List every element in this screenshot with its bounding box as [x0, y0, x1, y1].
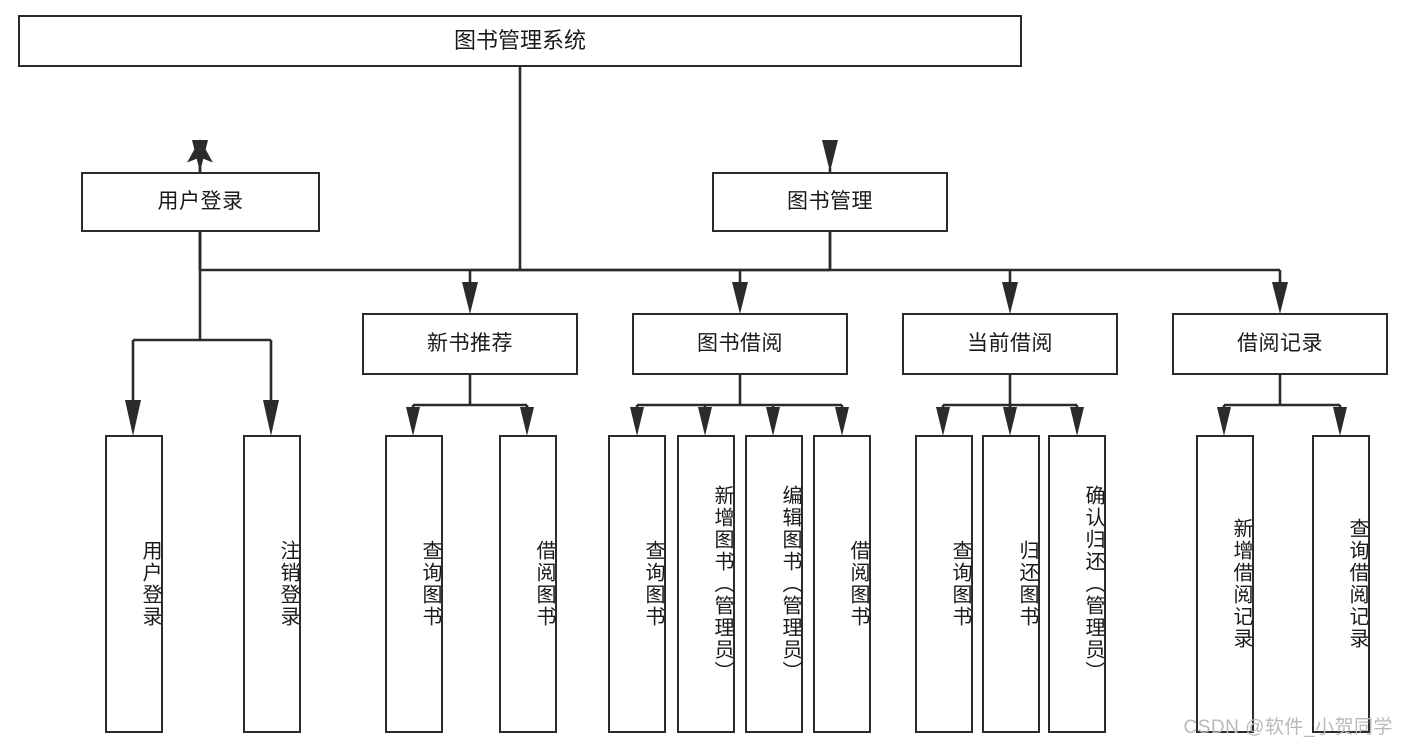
leaf-current-query-book[interactable]: 查询图书 — [915, 435, 973, 733]
leaf-new-book-borrow[interactable]: 借阅图书 — [499, 435, 557, 733]
node-current-borrow-label: 当前借阅 — [967, 331, 1053, 355]
leaf-label: 借阅图书 — [847, 540, 869, 628]
node-user-login[interactable]: 用户登录 — [81, 172, 320, 232]
node-new-book-recommend-label: 新书推荐 — [427, 331, 513, 355]
leaf-borrow-query-book[interactable]: 查询图书 — [608, 435, 666, 733]
leaf-label: 查询借阅记录 — [1346, 518, 1368, 650]
node-root-label: 图书管理系统 — [453, 28, 586, 54]
leaf-label: 编辑图书（管理员） — [779, 485, 801, 683]
leaf-record-query[interactable]: 查询借阅记录 — [1312, 435, 1370, 733]
node-book-management-label: 图书管理 — [787, 189, 873, 213]
node-book-management[interactable]: 图书管理 — [712, 172, 948, 232]
node-book-borrow-label: 图书借阅 — [697, 331, 783, 355]
leaf-borrow-edit-book[interactable]: 编辑图书（管理员） — [745, 435, 803, 733]
leaf-borrow-add-book[interactable]: 新增图书（管理员） — [677, 435, 735, 733]
leaf-label: 新增借阅记录 — [1230, 518, 1252, 650]
node-user-login-label: 用户登录 — [157, 189, 244, 213]
node-new-book-recommend[interactable]: 新书推荐 — [362, 313, 578, 375]
leaf-borrow-borrow-book[interactable]: 借阅图书 — [813, 435, 871, 733]
leaf-current-confirm-return[interactable]: 确认归还（管理员） — [1048, 435, 1106, 733]
leaf-record-add[interactable]: 新增借阅记录 — [1196, 435, 1254, 733]
node-book-borrow[interactable]: 图书借阅 — [632, 313, 848, 375]
leaf-label: 借阅图书 — [533, 540, 555, 628]
leaf-label: 归还图书 — [1016, 540, 1038, 628]
leaf-label: 注销登录 — [277, 540, 299, 628]
leaf-label: 查询图书 — [419, 540, 441, 628]
node-root[interactable]: 图书管理系统 — [18, 15, 1022, 67]
leaf-user-login-logout[interactable]: 注销登录 — [243, 435, 301, 733]
leaf-label: 用户登录 — [139, 540, 161, 628]
leaf-current-return-book[interactable]: 归还图书 — [982, 435, 1040, 733]
node-current-borrow[interactable]: 当前借阅 — [902, 313, 1118, 375]
leaf-label: 查询图书 — [949, 540, 971, 628]
leaf-new-book-query[interactable]: 查询图书 — [385, 435, 443, 733]
node-borrow-record-label: 借阅记录 — [1237, 331, 1323, 355]
leaf-label: 确认归还（管理员） — [1082, 485, 1104, 683]
leaf-label: 新增图书（管理员） — [711, 485, 733, 683]
leaf-user-login-login[interactable]: 用户登录 — [105, 435, 163, 733]
node-borrow-record[interactable]: 借阅记录 — [1172, 313, 1388, 375]
leaf-label: 查询图书 — [642, 540, 664, 628]
